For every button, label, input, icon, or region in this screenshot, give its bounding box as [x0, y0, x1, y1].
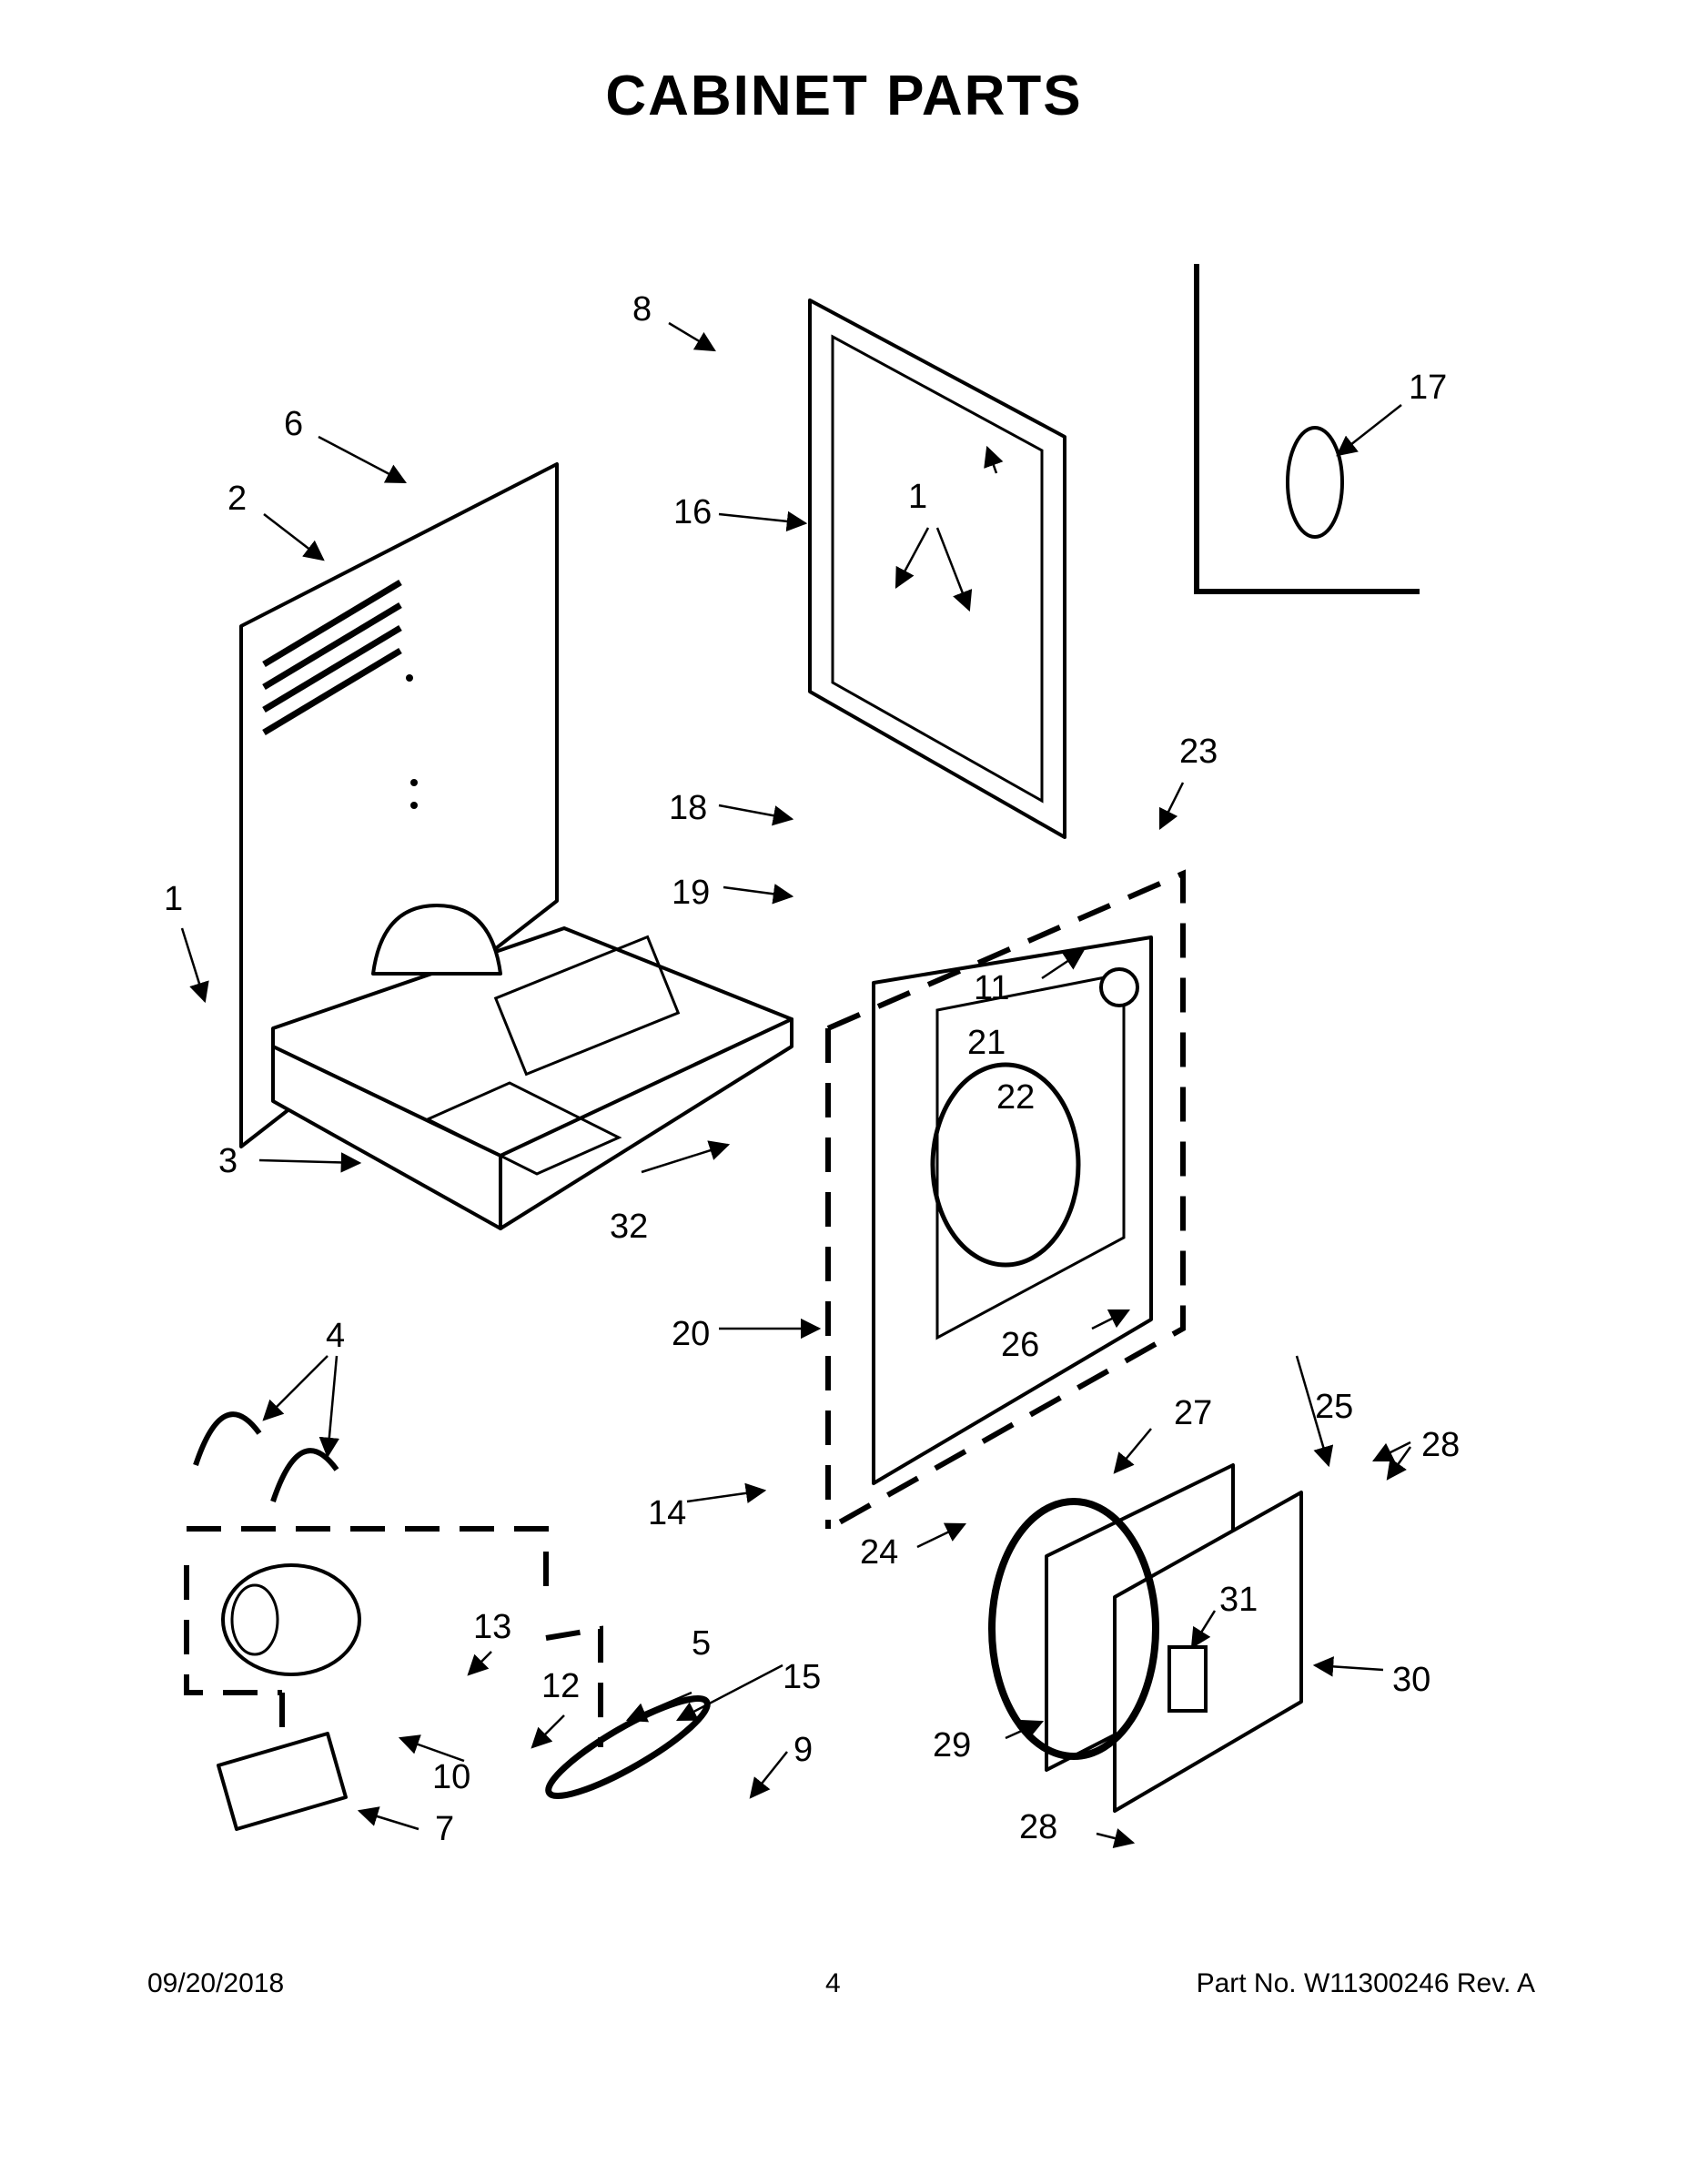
callout-leaders [180, 321, 1412, 1849]
callout-7: 7 [435, 1810, 454, 1848]
motor-mount [217, 1732, 348, 1831]
callout-27: 27 [1174, 1394, 1212, 1432]
callout-15: 15 [783, 1658, 821, 1696]
callout-22: 22 [996, 1078, 1035, 1117]
callout-9: 9 [793, 1731, 813, 1769]
callout-19: 19 [672, 874, 710, 912]
callout-13: 13 [473, 1608, 511, 1646]
front-frame [808, 298, 1066, 839]
callout-10: 10 [432, 1758, 470, 1796]
callout-5: 5 [692, 1624, 711, 1663]
callout-20: 20 [672, 1315, 710, 1353]
footer-page-number: 4 [825, 1968, 841, 1998]
door-assembly [988, 1463, 1303, 1813]
callout-11: 11 [974, 969, 1009, 1007]
callout-17: 17 [1409, 369, 1447, 407]
callout-3: 3 [218, 1142, 238, 1180]
base-panel [271, 904, 793, 1230]
callout-1-frame-screw: 1 [908, 478, 927, 516]
page-title: CABINET PARTS [605, 65, 1083, 127]
callout-21: 21 [967, 1024, 1006, 1062]
callout-18: 18 [669, 789, 707, 827]
callout-30: 30 [1392, 1661, 1430, 1699]
callout-23: 23 [1179, 733, 1218, 771]
callout-29: 29 [933, 1726, 971, 1764]
callout-2: 2 [227, 480, 247, 518]
callout-24: 24 [860, 1533, 898, 1572]
callout-16: 16 [673, 493, 712, 531]
callout-28-lower: 28 [1019, 1808, 1057, 1846]
footer-date: 09/20/2018 [147, 1968, 285, 1998]
callout-25: 25 [1315, 1388, 1353, 1426]
callout-12: 12 [541, 1667, 580, 1705]
callout-8: 8 [632, 290, 652, 329]
callout-31: 31 [1219, 1581, 1258, 1619]
retaining-clip [193, 1411, 262, 1466]
callout-4: 4 [326, 1317, 345, 1355]
drive-belt [545, 1694, 711, 1800]
power-cord [1286, 426, 1344, 539]
footer-part-number: Part No. W11300246 Rev. A [1196, 1968, 1535, 1998]
rear-panel [239, 462, 559, 1148]
callout-6: 6 [284, 405, 303, 443]
callout-1-rear-screw: 1 [164, 880, 183, 918]
front-panel [872, 935, 1153, 1485]
callout-28-upper: 28 [1421, 1426, 1460, 1464]
callout-26: 26 [1001, 1326, 1039, 1364]
drive-motor [221, 1563, 361, 1676]
callout-32: 32 [610, 1208, 648, 1246]
callout-14: 14 [648, 1494, 686, 1532]
